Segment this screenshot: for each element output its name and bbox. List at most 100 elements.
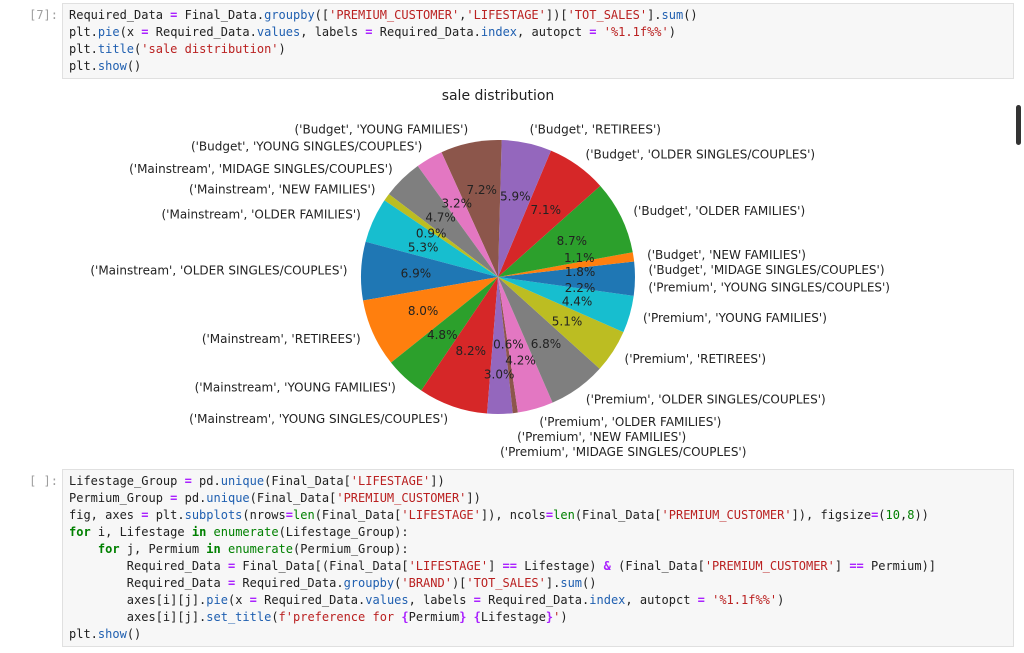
code-line: plt.show(): [69, 58, 1007, 75]
pie-slice-label: ('Budget', 'YOUNG FAMILIES'): [294, 122, 468, 136]
code-token: Required_Data.: [148, 25, 257, 39]
code-token: Required_Data: [69, 559, 228, 573]
code-token: pd.: [177, 491, 207, 505]
code-token: ): [668, 25, 676, 39]
code-token: for: [69, 525, 91, 539]
pie-chart: sale distribution 1.8%1.1%8.7%7.1%5.9%7.…: [90, 88, 890, 459]
pie-percent-label: 6.9%: [401, 266, 432, 280]
code-token: Required_Data: [69, 8, 171, 22]
code-token: (: [271, 610, 279, 624]
code-line: plt.pie(x = Required_Data.values, labels…: [69, 24, 1007, 41]
scrollbar[interactable]: [1016, 105, 1021, 145]
pie-slice: [498, 277, 553, 413]
pie-slice: [498, 185, 633, 277]
pie-slice-label: ('Mainstream', 'NEW FAMILIES'): [189, 182, 375, 196]
code-token: i, Lifestage: [90, 525, 192, 539]
code-token: ]): [466, 491, 481, 505]
code-token: ): [560, 610, 568, 624]
code-token: =: [141, 508, 149, 522]
code-token: Required_Data: [69, 576, 228, 590]
code-token: (): [582, 576, 597, 590]
code-token: (: [394, 576, 402, 590]
code-token: show: [97, 59, 127, 73]
pie-percent-label: 5.3%: [408, 241, 439, 255]
code-token: 'TOT_SALES': [567, 8, 648, 22]
code-token: axes[i][j].: [69, 610, 207, 624]
code-token: =: [184, 474, 192, 488]
code-token: Lifestage: [480, 610, 546, 624]
code-line: Lifestage_Group = pd.unique(Final_Data['…: [69, 473, 1007, 490]
pie-percent-label: 5.9%: [500, 190, 531, 204]
pie-percent-label: 6.8%: [531, 337, 562, 351]
code-token: groupby: [264, 8, 315, 22]
code-token: for: [97, 542, 120, 556]
pie-percent-label: 7.1%: [531, 203, 562, 217]
pie-slice: [498, 277, 634, 333]
pie-percent-label: 1.8%: [565, 265, 596, 279]
code-token: =: [285, 508, 293, 522]
code-token: =: [170, 491, 178, 505]
code-token: enumerate: [213, 525, 279, 539]
code-token: Permium)]: [863, 559, 937, 573]
pie-slice: [384, 194, 498, 277]
code-token: ]), ncols: [480, 508, 546, 522]
code-token: (): [126, 59, 142, 73]
code-token: (Permium_Group):: [293, 542, 409, 556]
pie-slice: [388, 165, 498, 277]
pie-slice-label: ('Premium', 'MIDAGE SINGLES/COUPLES'): [500, 445, 746, 459]
code-token: Final_Data.: [177, 8, 265, 22]
pie-slice-label: ('Budget', 'NEW FAMILIES'): [647, 248, 806, 262]
code-token: 'sale distribution': [141, 42, 279, 56]
code-token: plt.: [69, 25, 98, 39]
pie-percent-label: 4.8%: [427, 328, 458, 342]
code-token: pie: [206, 593, 228, 607]
code-token: (Final_Data[: [264, 474, 351, 488]
code-token: sum: [560, 576, 583, 590]
code-token: Lifestage): [516, 559, 604, 573]
pie-percent-label: 8.7%: [557, 234, 588, 248]
code-token: ,: [459, 8, 467, 22]
chart-title: sale distribution: [442, 88, 555, 104]
pie-slice: [498, 277, 518, 414]
code-cell[interactable]: Lifestage_Group = pd.unique(Final_Data['…: [62, 469, 1014, 647]
pie-slice: [421, 277, 498, 414]
pie-slice: [417, 152, 498, 277]
pie-slice: [487, 277, 513, 414]
pie-slice-labels: ('Budget', 'MIDAGE SINGLES/COUPLES')('Bu…: [90, 122, 890, 459]
code-token: , labels: [408, 593, 474, 607]
code-token: Required_Data.: [235, 576, 344, 590]
code-token: =: [697, 593, 705, 607]
code-token: '%1.1f%%': [712, 593, 778, 607]
code-token: 'BRAND': [401, 576, 452, 590]
pie-slice-label: ('Premium', 'NEW FAMILIES'): [517, 430, 686, 444]
code-token: Permium: [408, 610, 460, 624]
pie-percent-label: 0.6%: [493, 338, 524, 352]
code-token: =: [473, 593, 481, 607]
code-token: ]: [488, 559, 503, 573]
pie-slice-label: ('Premium', 'OLDER FAMILIES'): [539, 415, 721, 429]
code-token: 'PREMIUM_CUSTOMER': [329, 8, 460, 22]
pie-percent-label: 8.2%: [456, 344, 487, 358]
code-token: }: [459, 610, 467, 624]
code-token: Required_Data.: [256, 593, 366, 607]
code-token: '%1.1f%%': [603, 25, 669, 39]
pie-slice: [365, 200, 498, 277]
pie-slice: [498, 150, 601, 277]
code-token: in: [206, 542, 221, 556]
code-token: len: [553, 508, 575, 522]
code-token: {: [473, 610, 481, 624]
code-token: show: [97, 627, 127, 641]
pie-slice: [363, 277, 498, 363]
code-token: (): [683, 8, 698, 22]
code-token: enumerate: [227, 542, 294, 556]
code-token: (Final_Data[: [610, 559, 705, 573]
pie-slice-label: ('Mainstream', 'OLDER FAMILIES'): [161, 208, 360, 222]
code-cell[interactable]: Required_Data = Final_Data.groupby(['PRE…: [62, 3, 1014, 79]
code-token: 'PREMIUM_CUSTOMER': [704, 559, 835, 573]
code-line: axes[i][j].pie(x = Required_Data.values,…: [69, 592, 1007, 609]
pie-slice-label: ('Premium', 'OLDER SINGLES/COUPLES'): [586, 392, 826, 406]
pie-percent-label: 4.4%: [562, 295, 593, 309]
code-token: 'PREMIUM_CUSTOMER': [336, 491, 467, 505]
code-token: [69, 542, 98, 556]
pie-slice: [498, 277, 624, 369]
